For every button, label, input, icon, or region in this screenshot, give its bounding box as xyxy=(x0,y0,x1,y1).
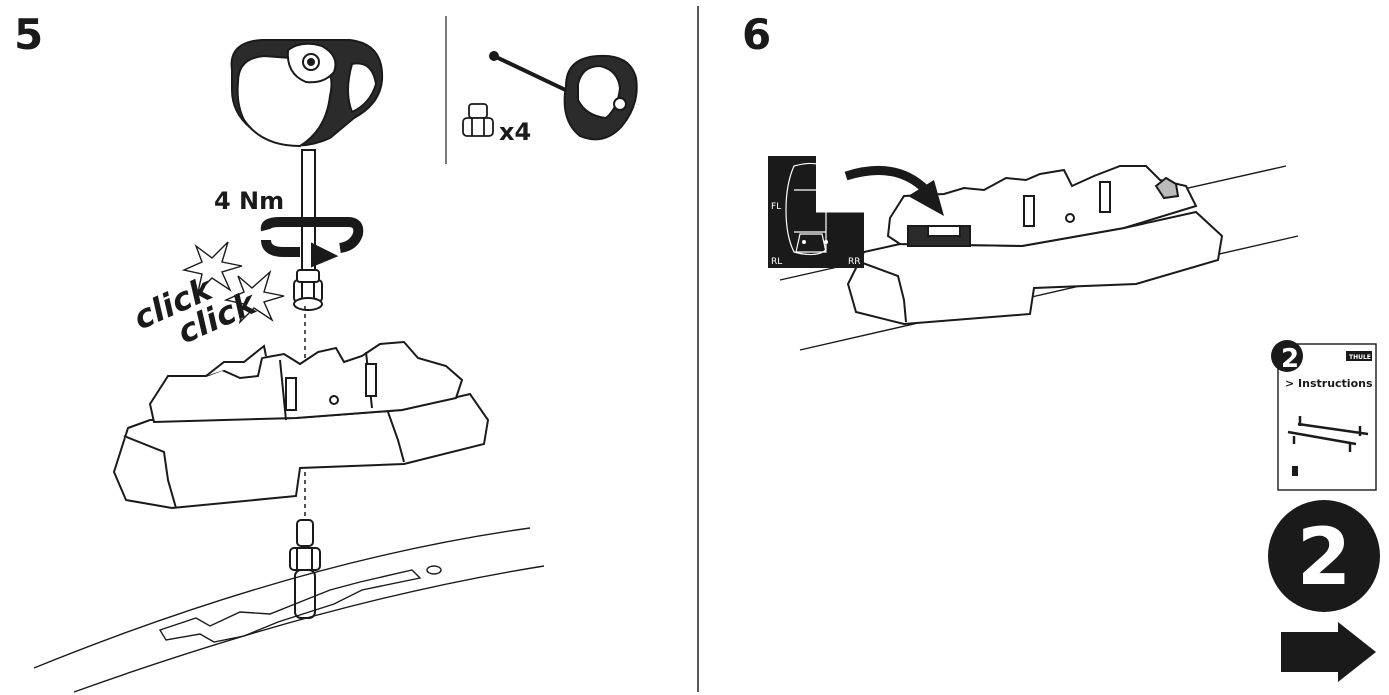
instructions-booklet xyxy=(1271,340,1377,491)
rotation-arrow-icon xyxy=(260,217,364,268)
nut xyxy=(293,269,323,311)
next-booklet-number: 2 xyxy=(1297,513,1351,603)
quantity-label: x4 xyxy=(499,118,531,146)
position-fl: FL xyxy=(771,202,781,212)
booklet-number: 2 xyxy=(1281,344,1299,374)
booklet-brand: THULE xyxy=(1349,354,1371,361)
position-diagram: FL RL RR xyxy=(768,156,864,268)
step-6-number: 6 xyxy=(742,10,772,59)
click-burst-icon xyxy=(181,241,285,325)
position-rl: RL xyxy=(771,257,782,267)
position-rr: RR xyxy=(848,257,861,267)
allen-key-inset xyxy=(489,51,638,141)
fixing-stud xyxy=(289,519,321,619)
torque-label: 4 Nm xyxy=(214,187,284,215)
nut-inset-icon xyxy=(462,103,494,137)
booklet-title: > Instructions xyxy=(1285,377,1373,390)
roof-rack-foot xyxy=(112,340,490,510)
roof-rail xyxy=(33,527,545,693)
next-arrow-icon xyxy=(1281,622,1376,682)
next-booklet-circle xyxy=(1268,500,1380,612)
step-5-number: 5 xyxy=(14,10,44,59)
allen-key-tool xyxy=(230,39,384,279)
roof-rack-foot-step6 xyxy=(846,165,1224,326)
curved-arrow-icon xyxy=(844,166,944,216)
